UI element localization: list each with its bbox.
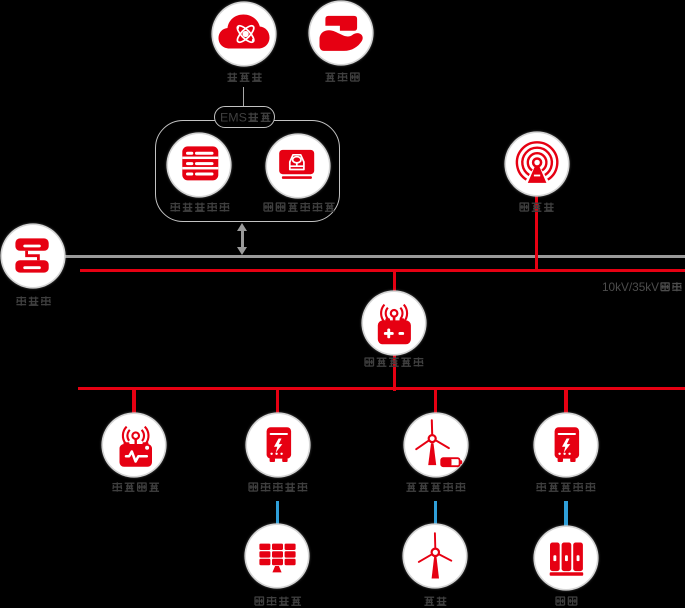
svg-text:10kV/35kV: 10kV/35kV <box>602 280 659 294</box>
svg-text:EMS: EMS <box>220 110 247 123</box>
